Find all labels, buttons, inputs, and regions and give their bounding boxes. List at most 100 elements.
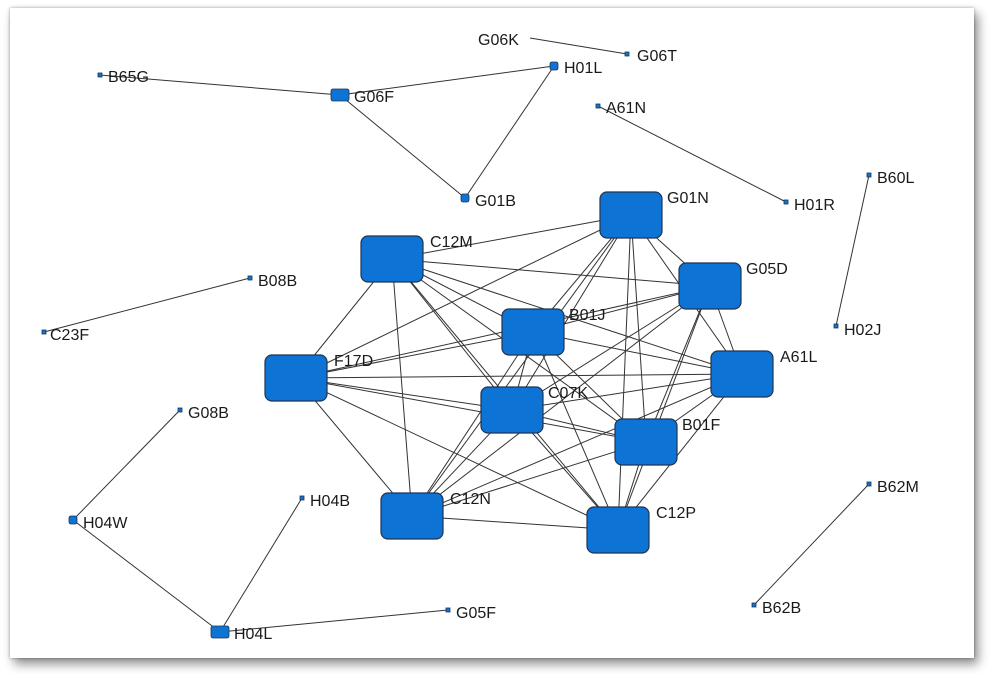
node-b60l-shape[interactable] (866, 172, 872, 178)
edge-c12p-f17d (295, 377, 619, 531)
node-c12n[interactable]: C12N (380, 491, 491, 540)
network-diagram-frame: G06K G06T B65G G06F H01L A61N G01B H01R B60L G01N… (10, 8, 974, 658)
nodes-layer: G06K G06T B65G G06F H01L A61N G01B H01R B60L G01N… (41, 32, 919, 643)
node-g01b[interactable]: G01B (460, 193, 516, 210)
node-g06k[interactable]: G06K (478, 32, 519, 49)
node-b01f-label: B01F (682, 417, 720, 434)
node-a61n[interactable]: A61N (595, 100, 646, 117)
node-h04l-shape[interactable] (210, 625, 230, 639)
edge-b01f-f17d (295, 377, 647, 443)
node-b08b[interactable]: B08B (247, 273, 297, 290)
node-h04b-shape[interactable] (299, 495, 305, 501)
edge-b60l-h02j (835, 174, 870, 327)
node-b08b-label: B08B (258, 273, 297, 290)
node-a61n-label: A61N (606, 100, 646, 117)
node-c12p[interactable]: C12P (586, 505, 696, 554)
node-h04w-shape[interactable] (68, 515, 78, 525)
node-g05f-shape[interactable] (445, 607, 451, 613)
edge-b01j-f17d (295, 331, 534, 379)
node-h04b-label: H04B (310, 493, 350, 510)
edge-h04l-g05f (219, 609, 449, 633)
edge-b65g-g06f (99, 74, 341, 96)
edge-a61l-c12n (411, 373, 743, 517)
node-g01n[interactable]: G01N (599, 190, 709, 239)
node-b01j-label: B01J (569, 307, 605, 324)
node-b01f[interactable]: B01F (614, 417, 720, 466)
edge-g01n-c07k (511, 214, 632, 411)
node-b08b-shape[interactable] (247, 275, 253, 281)
node-c07k-shape[interactable] (480, 386, 544, 434)
node-h01r-shape[interactable] (783, 199, 789, 205)
edge-b01j-c12n (411, 331, 534, 517)
node-h01l[interactable]: H01L (549, 60, 602, 77)
edge-h04w-h04l (72, 519, 221, 633)
edge-g08b-h04w (72, 409, 181, 521)
node-b65g[interactable]: B65G (97, 69, 149, 86)
node-f17d-shape[interactable] (264, 354, 328, 402)
node-f17d-label: F17D (334, 353, 373, 370)
node-b62m-label: B62M (877, 479, 919, 496)
node-b62b-label: B62B (762, 600, 801, 617)
node-g06f-label: G06F (354, 89, 394, 106)
node-g08b-label: G08B (188, 405, 229, 422)
edge-a61l-c12p (617, 373, 743, 531)
node-h02j-shape[interactable] (833, 323, 839, 329)
node-c23f-shape[interactable] (41, 329, 47, 335)
node-g08b-shape[interactable] (177, 407, 183, 413)
node-g05d[interactable]: G05D (678, 261, 788, 310)
node-c12n-shape[interactable] (380, 492, 444, 540)
node-c12m[interactable]: C12M (360, 234, 473, 283)
node-h01r-label: H01R (794, 197, 835, 214)
node-b01j-shape[interactable] (501, 308, 565, 356)
node-g06f-shape[interactable] (330, 88, 350, 102)
node-g06k-label: G06K (478, 32, 519, 49)
node-b62b-shape[interactable] (751, 602, 757, 608)
node-b60l[interactable]: B60L (866, 170, 914, 187)
node-h04w[interactable]: H04W (68, 515, 128, 532)
node-g05f[interactable]: G05F (445, 605, 496, 622)
edge-g01n-c12n (411, 214, 632, 517)
edges-layer (43, 37, 870, 633)
node-b01j[interactable]: B01J (501, 307, 605, 356)
node-c12m-label: C12M (430, 234, 473, 251)
edge-c12n-c12p (411, 515, 619, 531)
node-b65g-shape[interactable] (97, 72, 103, 78)
node-h01l-label: H01L (564, 60, 602, 77)
node-h01l-shape[interactable] (549, 61, 559, 71)
edge-g05d-c12n (411, 285, 711, 517)
node-g01n-label: G01N (667, 190, 709, 207)
node-b01f-shape[interactable] (614, 418, 678, 466)
node-a61l[interactable]: A61L (710, 349, 817, 398)
node-b62m[interactable]: B62M (866, 479, 919, 496)
node-a61n-shape[interactable] (595, 103, 601, 109)
node-f17d[interactable]: F17D (264, 353, 373, 402)
node-g06t[interactable]: G06T (624, 48, 677, 65)
node-b62m-shape[interactable] (866, 481, 872, 487)
node-h04b[interactable]: H04B (299, 493, 350, 510)
node-a61l-shape[interactable] (710, 350, 774, 398)
edge-h04b-h04l (219, 497, 303, 633)
node-g05d-shape[interactable] (678, 262, 742, 310)
edge-g06f-h01l (339, 65, 555, 96)
node-g01n-shape[interactable] (599, 191, 663, 239)
edge-g06k-g06t (529, 37, 628, 55)
node-h01r[interactable]: H01R (783, 197, 835, 214)
node-c12p-shape[interactable] (586, 506, 650, 554)
edge-c12m-g01n (391, 214, 632, 260)
node-c23f[interactable]: C23F (41, 327, 89, 344)
node-g06t-shape[interactable] (624, 51, 630, 57)
node-c23f-label: C23F (50, 327, 89, 344)
node-b62b[interactable]: B62B (751, 600, 801, 617)
node-g01b-shape[interactable] (460, 193, 470, 203)
node-c07k-label: C07K (548, 385, 588, 402)
node-c07k[interactable]: C07K (480, 385, 588, 434)
edge-c12m-g05d (391, 258, 711, 287)
node-c12m-shape[interactable] (360, 235, 424, 283)
edge-b01j-a61l (532, 331, 743, 375)
edge-b01j-c12p (532, 331, 619, 531)
node-g08b[interactable]: G08B (177, 405, 229, 422)
edge-a61l-f17d (295, 373, 743, 379)
node-h02j[interactable]: H02J (833, 322, 881, 339)
node-g06f[interactable]: G06F (330, 88, 394, 106)
node-h04l[interactable]: H04L (210, 625, 272, 643)
